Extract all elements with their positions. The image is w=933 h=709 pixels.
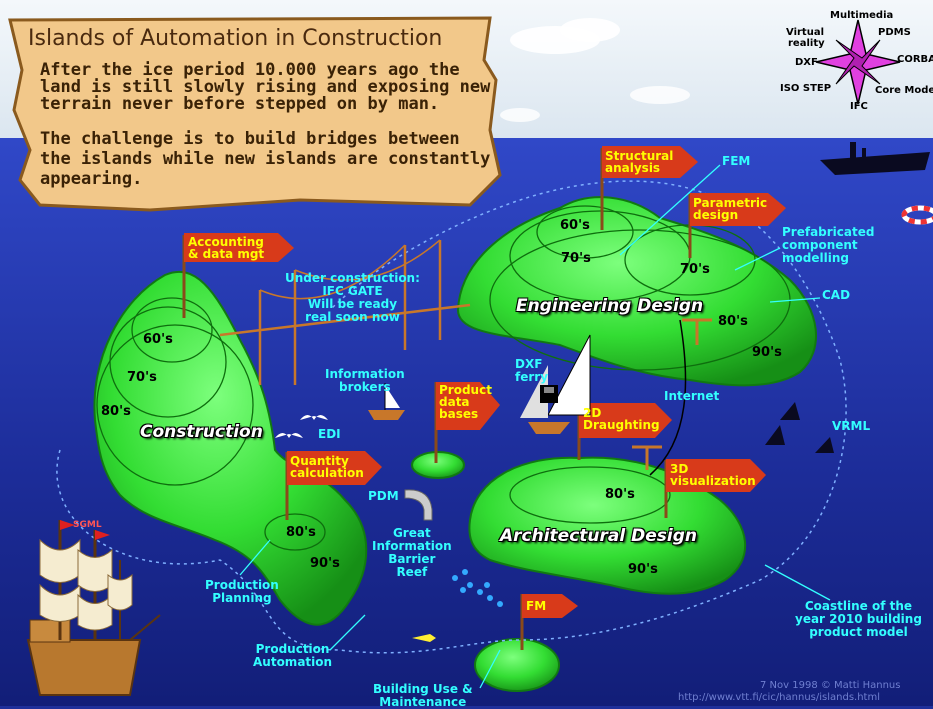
credit-date-author: 7 Nov 1998 © Matti Hannus — [760, 680, 901, 691]
flag-fm: FM — [526, 599, 547, 613]
sgml-galleon — [26, 520, 161, 696]
label-sgml: SGML — [73, 520, 102, 530]
label-pdm: PDM — [368, 489, 399, 503]
decade-80s: 80's — [286, 525, 316, 540]
compass-virtual: Virtual — [786, 27, 824, 38]
flags — [182, 146, 786, 650]
island-architectural-design: Architectural Design — [500, 526, 697, 546]
compass-core-model: Core Model — [875, 85, 933, 96]
compass-pdms: PDMS — [878, 27, 911, 38]
compass-iso-step: ISO STEP — [780, 83, 832, 94]
pdm-pipe — [404, 489, 433, 521]
internet-cable — [649, 319, 687, 476]
dxf-ferry — [520, 334, 591, 434]
cloud — [630, 86, 690, 104]
fm-island — [474, 638, 560, 692]
decade-90s: 90's — [310, 556, 340, 571]
decade-90s: 90's — [752, 345, 782, 360]
label-fem: FEM — [722, 154, 751, 168]
credit-url[interactable]: http://www.vtt.fi/cic/hannus/islands.htm… — [678, 692, 880, 703]
information-brokers-boat — [368, 383, 405, 420]
vrml-sharks — [765, 402, 834, 453]
cloud — [560, 18, 620, 42]
island-engineering-design: Engineering Design — [516, 296, 704, 316]
product-data-islet — [411, 451, 465, 479]
page-title: Islands of Automation in Construction — [28, 26, 443, 51]
compass-ifc: IFC — [850, 101, 868, 112]
label-edi: EDI — [318, 427, 341, 441]
compass-reality: reality — [788, 38, 825, 49]
decade-70s: 70's — [127, 370, 157, 385]
decade-80s: 80's — [101, 404, 131, 419]
future-coastline — [56, 180, 847, 654]
island-construction: Construction — [140, 422, 263, 442]
decade-70s: 70's — [680, 262, 710, 277]
intro-line: land is still slowly rising and exposing… — [40, 77, 491, 97]
compass-dxf: DXF — [795, 57, 818, 68]
leader-lines — [239, 164, 831, 689]
decade-60s: 60's — [143, 332, 173, 347]
label-vrml: VRML — [832, 419, 871, 433]
edi-seagulls — [275, 415, 328, 438]
compass-multimedia: Multimedia — [830, 10, 894, 21]
small-fish — [412, 634, 436, 642]
lifebuoy — [901, 205, 933, 225]
decade-80s: 80's — [718, 314, 748, 329]
parchment-banner — [8, 16, 502, 212]
intro-line: After the ice period 10.000 years ago th… — [40, 60, 460, 80]
label-internet: Internet — [664, 389, 720, 403]
challenge-line: The challenge is to build bridges betwee… — [40, 129, 460, 149]
distant-ship — [820, 142, 930, 175]
barrier-reef — [452, 569, 503, 607]
decade-80s: 80's — [605, 487, 635, 502]
cloud — [500, 108, 540, 122]
decade-60s: 60's — [560, 218, 590, 233]
decade-90s: 90's — [628, 562, 658, 577]
ifc-gate-bridge — [219, 239, 471, 385]
label-building-use-maintenance: Building Use &Maintenance — [373, 682, 473, 709]
intro-line: terrain never before stepped on by man. — [40, 94, 440, 114]
compass-corba: CORBA — [897, 54, 933, 65]
flag-accounting: Accounting& data mgt — [188, 235, 265, 261]
challenge-line: appearing. — [40, 169, 143, 189]
label-cad: CAD — [822, 288, 851, 302]
compass-rose-icon — [815, 19, 901, 105]
challenge-line: the islands while new islands are consta… — [40, 149, 491, 169]
decade-70s: 70's — [561, 251, 591, 266]
